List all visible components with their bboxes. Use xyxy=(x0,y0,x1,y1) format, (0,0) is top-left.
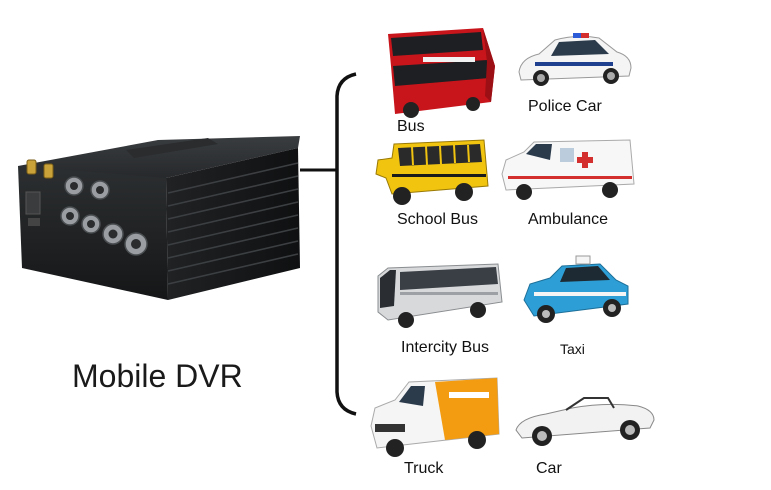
mobile-dvr-device xyxy=(18,136,300,300)
police-car-icon xyxy=(518,33,632,86)
school-bus-icon xyxy=(375,139,489,205)
label-car: Car xyxy=(536,460,562,477)
sports-car-icon xyxy=(515,397,655,446)
label-truck: Truck xyxy=(404,460,444,477)
label-bus: Bus xyxy=(397,118,425,135)
label-school-bus: School Bus xyxy=(397,211,478,228)
page-title: Mobile DVR xyxy=(72,358,243,394)
intercity-bus-icon xyxy=(377,263,503,328)
double-decker-bus-icon xyxy=(388,28,495,118)
label-police-car: Police Car xyxy=(528,98,602,115)
label-taxi: Taxi xyxy=(560,341,585,357)
ambulance-icon xyxy=(501,139,635,200)
taxi-icon xyxy=(523,255,629,323)
label-intercity-bus: Intercity Bus xyxy=(401,339,490,356)
label-ambulance: Ambulance xyxy=(528,211,609,228)
delivery-van-icon xyxy=(370,377,500,457)
